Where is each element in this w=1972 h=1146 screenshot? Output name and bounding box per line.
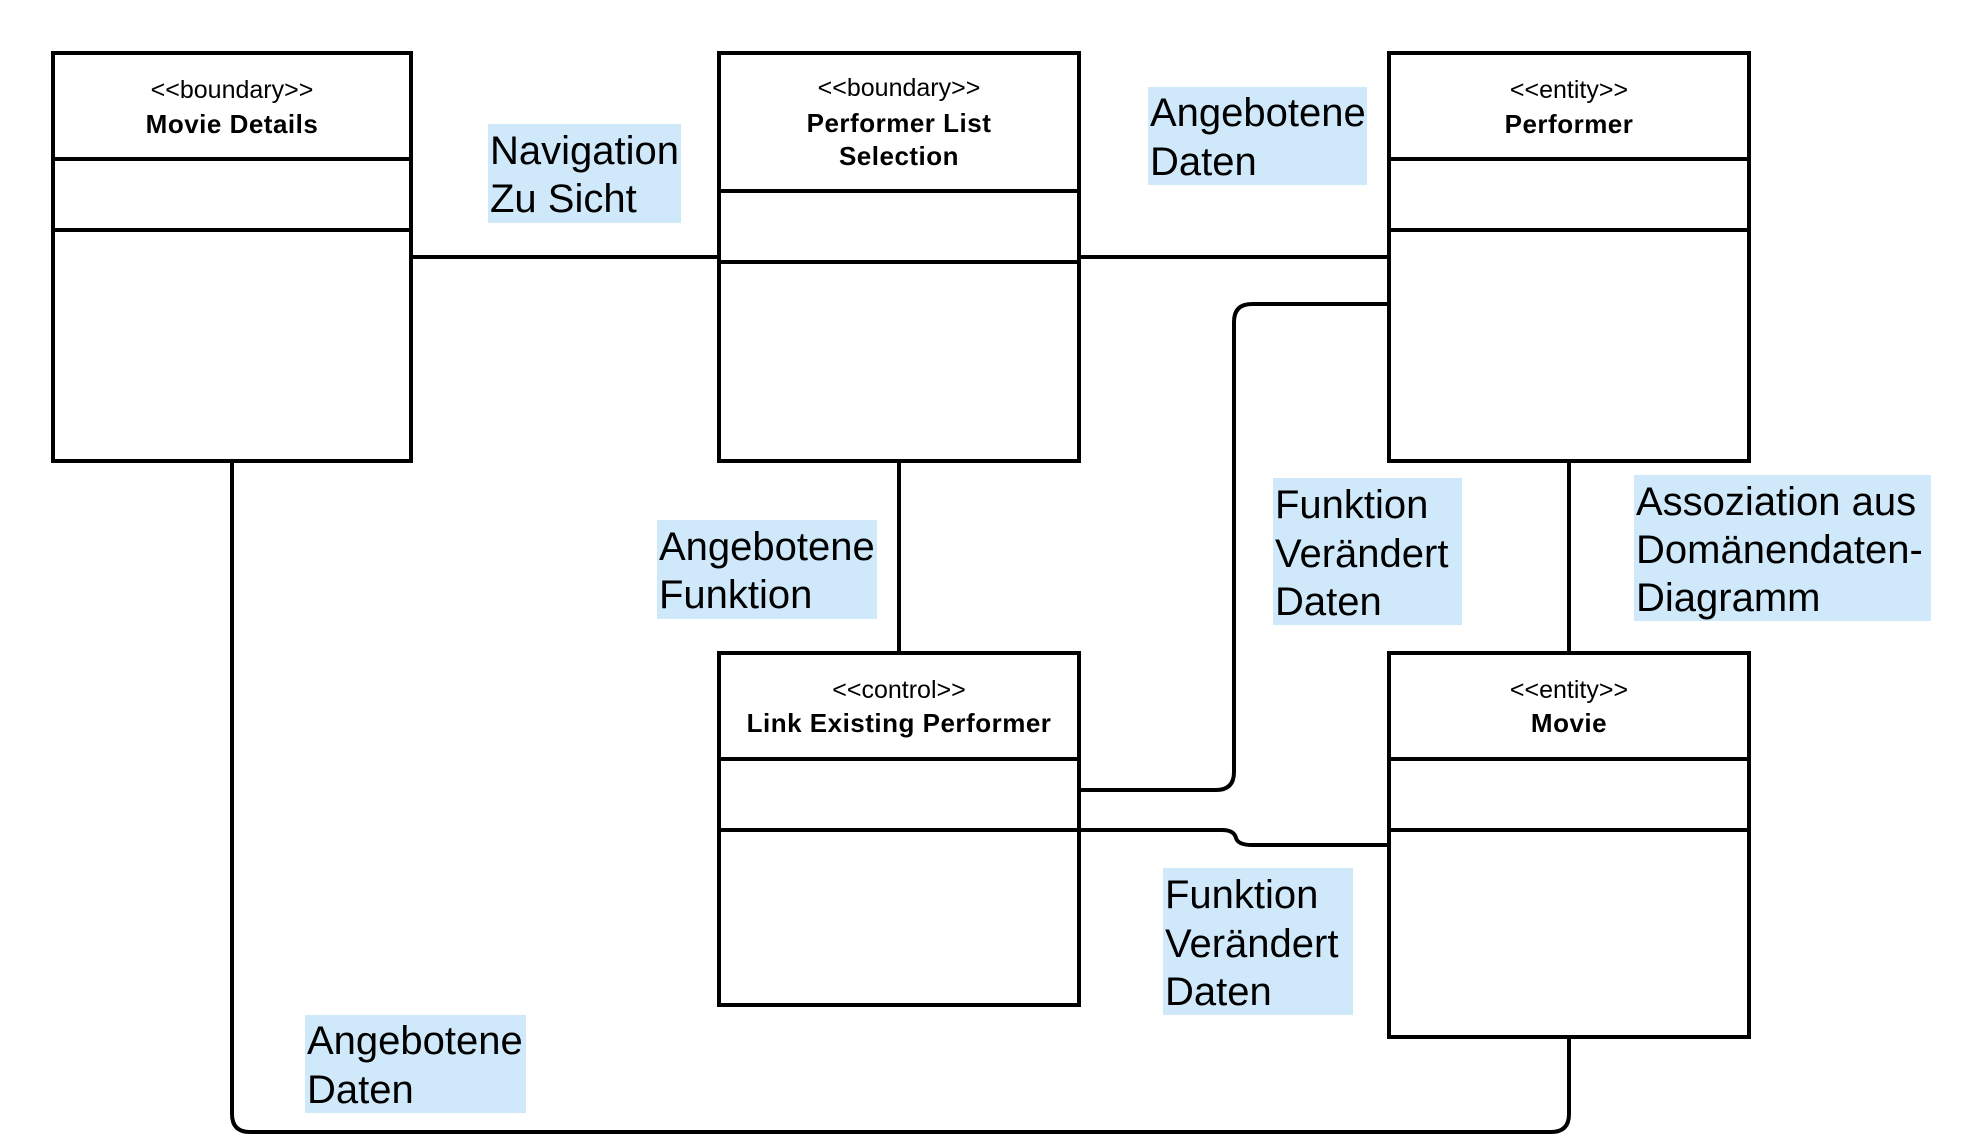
stereotype-label: <<boundary>> — [151, 76, 314, 104]
note-line: Zu Sicht — [490, 177, 637, 221]
note-navigation: Navigation Zu Sicht — [488, 124, 681, 223]
note-line: Assoziation aus — [1636, 480, 1916, 524]
note-line: Funktion — [659, 573, 812, 617]
edge-linkperformer-movie — [1079, 828, 1389, 847]
class-movie[interactable]: <<entity>> Movie — [1387, 651, 1751, 1039]
class-name-line1: Performer List — [807, 108, 992, 138]
note-line: Angebotene — [659, 525, 875, 569]
note-line: Funktion — [1165, 873, 1318, 917]
connectors — [230, 255, 1571, 1134]
note-funktion-veraendert-1: Funktion Verändert Daten — [1273, 478, 1462, 625]
note-line: Diagramm — [1636, 576, 1820, 620]
note-angebotene-funktion: Angebotene Funktion — [657, 520, 877, 619]
note-line: Angebotene — [307, 1019, 523, 1063]
note-angebotene-daten-bottom: Angebotene Daten — [305, 1015, 526, 1113]
note-assoziation: Assoziation aus Domänendaten- Diagramm — [1634, 475, 1931, 621]
stereotype-label: <<control>> — [832, 676, 965, 704]
note-line: Daten — [1165, 970, 1272, 1014]
note-line: Daten — [307, 1068, 414, 1112]
note-line: Daten — [1275, 580, 1382, 624]
class-performer[interactable]: <<entity>> Performer — [1387, 51, 1751, 463]
note-line: Verändert — [1275, 532, 1448, 576]
note-line: Verändert — [1165, 922, 1338, 966]
note-funktion-veraendert-2: Funktion Verändert Daten — [1163, 868, 1353, 1015]
edge-linkperformer-performer — [1079, 302, 1389, 792]
note-line: Funktion — [1275, 483, 1428, 527]
note-line: Domänendaten- — [1636, 528, 1923, 572]
edge-moviedetails-movie — [230, 461, 1571, 1134]
note-line: Angebotene — [1150, 91, 1366, 135]
stereotype-label: <<entity>> — [1510, 76, 1628, 104]
note-angebotene-daten-top: Angebotene Daten — [1148, 87, 1367, 185]
class-name-line2: Selection — [839, 141, 959, 171]
note-line: Daten — [1150, 140, 1257, 184]
class-performer-list-selection[interactable]: <<boundary>> Performer List Selection — [717, 51, 1081, 463]
note-line: Navigation — [490, 129, 679, 173]
class-name: Movie Details — [146, 109, 319, 139]
stereotype-label: <<entity>> — [1510, 676, 1628, 704]
class-name: Movie — [1531, 708, 1607, 738]
class-name: Performer — [1505, 109, 1634, 139]
stereotype-label: <<boundary>> — [818, 74, 981, 102]
class-name: Link Existing Performer — [747, 708, 1052, 738]
class-movie-details[interactable]: <<boundary>> Movie Details — [51, 51, 413, 463]
class-link-existing-performer[interactable]: <<control>> Link Existing Performer — [717, 651, 1081, 1007]
